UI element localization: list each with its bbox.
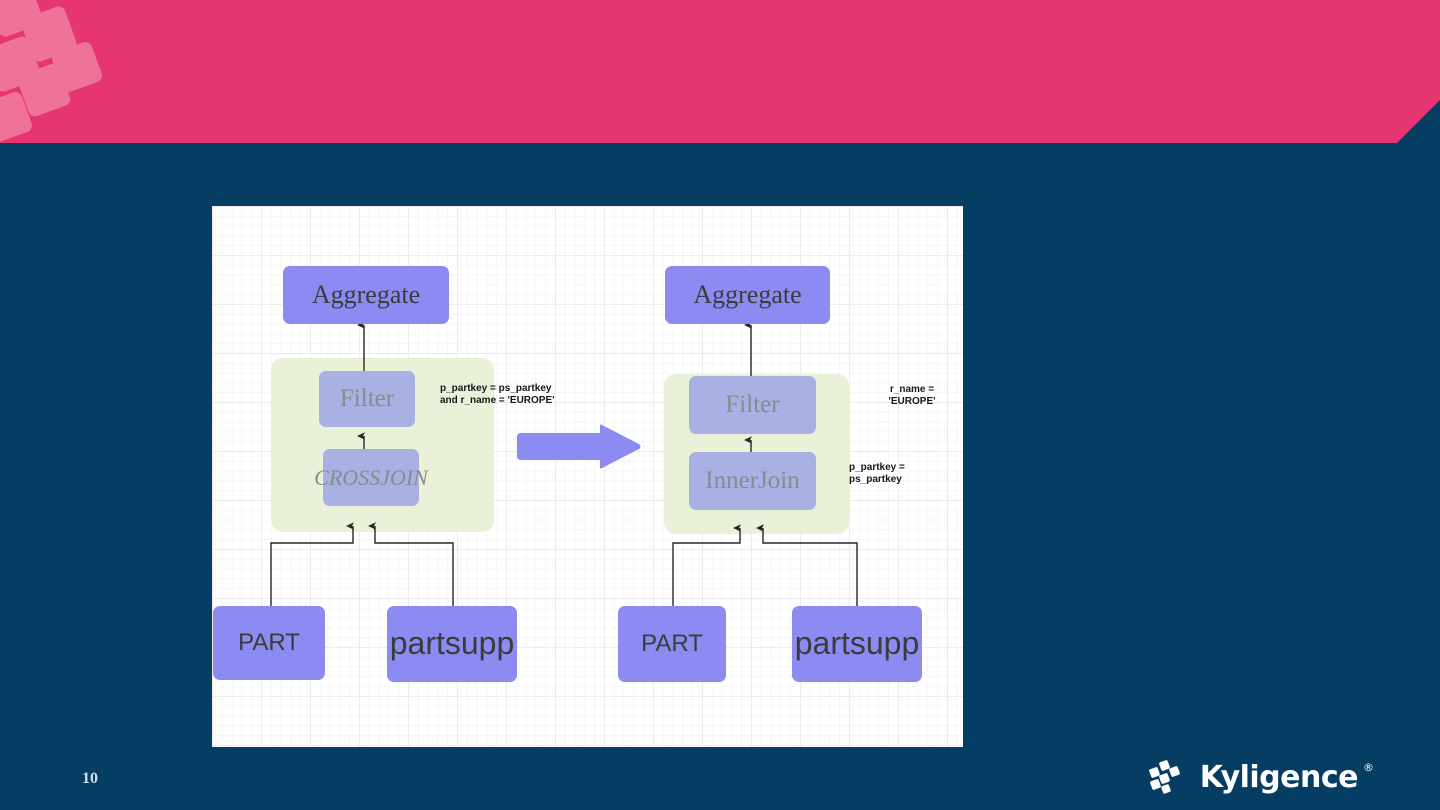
brand-logo: Kyligence ®	[1148, 757, 1374, 797]
node-part-left[interactable]: PART	[213, 606, 325, 680]
node-innerjoin-right[interactable]: InnerJoin	[689, 452, 816, 510]
diagram-canvas: Aggregate Filter CROSSJOIN PART partsupp…	[212, 206, 963, 747]
brand-name: Kyligence	[1199, 759, 1359, 795]
node-aggregate-left[interactable]: Aggregate	[283, 266, 449, 324]
node-label: Filter	[339, 384, 395, 412]
annotation-right-filter: r_name = 'EUROPE'	[888, 384, 936, 408]
annotation-right-join: p_partkey = ps_partkey	[849, 462, 905, 486]
brand-trademark: ®	[1363, 761, 1374, 774]
node-filter-right[interactable]: Filter	[689, 376, 816, 434]
node-label: PART	[641, 630, 703, 658]
kyligence-mark-icon	[1148, 760, 1180, 794]
node-label: CROSSJOIN	[314, 464, 428, 490]
node-part-right[interactable]: PART	[618, 606, 726, 682]
node-label: Aggregate	[693, 280, 802, 310]
header-band	[0, 0, 1440, 143]
node-crossjoin-left[interactable]: CROSSJOIN	[314, 449, 428, 506]
node-partsupp-left[interactable]: partsupp	[387, 606, 517, 682]
node-label: PART	[238, 629, 300, 657]
node-label: partsupp	[389, 625, 515, 662]
page-number: 10	[82, 770, 98, 787]
node-label: InnerJoin	[705, 466, 800, 494]
annotation-left-filter: p_partkey = ps_partkey and r_name = 'EUR…	[440, 383, 555, 407]
node-aggregate-right[interactable]: Aggregate	[665, 266, 830, 324]
node-label: Filter	[725, 390, 780, 418]
transform-arrow-icon	[517, 424, 641, 469]
node-filter-left[interactable]: Filter	[319, 371, 415, 427]
node-label: partsupp	[794, 625, 920, 662]
node-partsupp-right[interactable]: partsupp	[792, 606, 922, 682]
node-label: Aggregate	[311, 280, 421, 310]
